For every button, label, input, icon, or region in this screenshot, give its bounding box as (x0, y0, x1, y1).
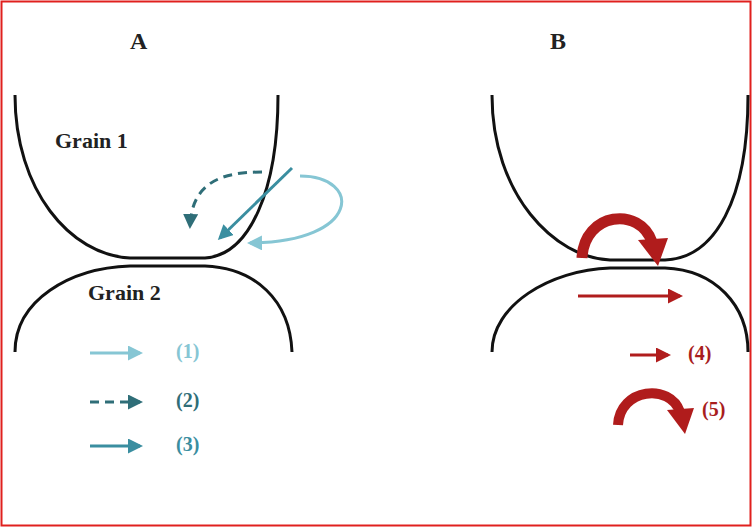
legend-sample (90, 352, 140, 355)
legend-sample (630, 354, 668, 357)
legend-number: (1) (176, 340, 199, 363)
sliding-arrow (578, 295, 680, 298)
volume-diffusion-arrow (190, 172, 262, 226)
rotation-arrow (582, 219, 652, 258)
panel-label: B (550, 28, 566, 55)
legend-number: (3) (176, 433, 199, 456)
legend-sample (90, 445, 140, 448)
grain-outline (15, 95, 278, 258)
grain-node: Grain 2 (88, 280, 165, 308)
direct-arrow (220, 168, 292, 238)
surface-diffusion-arrow (250, 176, 342, 243)
grain-label: Grain 1 (55, 128, 132, 154)
grain-outline (15, 266, 292, 352)
grain-outline (492, 268, 748, 352)
grain-node: Grain 1 (55, 128, 132, 156)
legend-number: (5) (702, 398, 725, 421)
panel-label: A (130, 28, 147, 55)
legend-number: (4) (688, 342, 711, 365)
rotation-arrow-head (638, 238, 668, 266)
legend-sample (667, 408, 694, 434)
legend-number: (2) (176, 389, 199, 412)
legend-sample (618, 393, 680, 425)
grain-label: Grain 2 (88, 280, 165, 306)
grain-outline (492, 95, 748, 260)
legend-sample (90, 401, 140, 404)
